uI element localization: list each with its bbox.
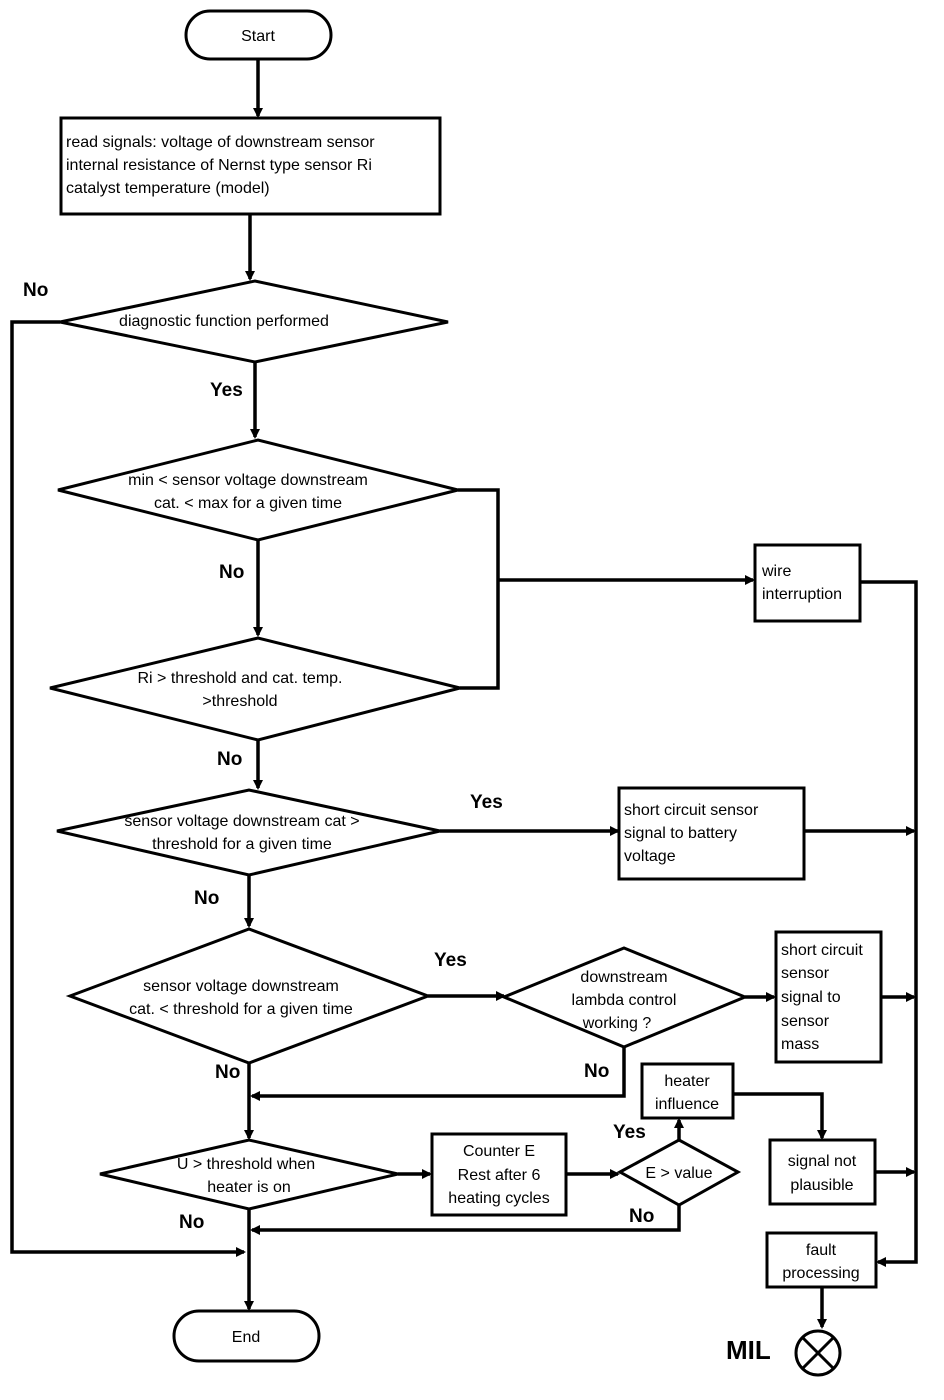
heater-influence-line-2: influence xyxy=(655,1096,719,1113)
diag-no-label: No xyxy=(23,280,48,301)
start-terminal: Start xyxy=(184,9,333,61)
lambda-control-line-2: lambda control xyxy=(572,992,677,1009)
diag-performed-label: diagnostic function performed xyxy=(119,313,329,330)
short-mass-line-1: short circuit xyxy=(781,942,863,959)
wire-interruption-box: wire interruption xyxy=(753,543,862,623)
vhigh-yes-label: Yes xyxy=(470,792,503,813)
start-label: Start xyxy=(241,28,275,45)
minmax-no-label: No xyxy=(219,562,244,583)
vlow-no-label: No xyxy=(215,1062,240,1083)
fault-processing-line-2: processing xyxy=(782,1265,859,1282)
read-signals-line-3: catalyst temperature (model) xyxy=(66,180,270,197)
counter-line-3: heating cycles xyxy=(448,1190,549,1207)
wire-interruption-line-1: wire xyxy=(761,563,791,580)
signal-not-plausible-line-1: signal not xyxy=(788,1153,857,1170)
e-value-decision: E > value xyxy=(616,1138,742,1207)
heater-influence-line-1: heater xyxy=(664,1073,710,1090)
counter-line-1: Counter E xyxy=(463,1143,535,1160)
short-battery-line-3: voltage xyxy=(624,848,676,865)
e-no-label: No xyxy=(629,1206,654,1227)
heater-influence-box: heater influence xyxy=(640,1062,735,1120)
lambda-control-line-1: downstream xyxy=(580,969,667,986)
u-threshold-line-2: heater is on xyxy=(207,1179,291,1196)
fault-processing-line-1: fault xyxy=(806,1242,837,1259)
min-max-line-1: min < sensor voltage downstream xyxy=(128,472,368,489)
counter-box: Counter E Rest after 6 heating cycles xyxy=(430,1132,568,1217)
ri-threshold-line-2: >threshold xyxy=(202,693,277,710)
end-terminal: End xyxy=(172,1309,321,1363)
ri-no-label: No xyxy=(217,749,242,770)
end-label: End xyxy=(232,1329,260,1346)
signal-not-plausible-line-2: plausible xyxy=(790,1177,853,1194)
mil-label: MIL xyxy=(726,1335,771,1365)
short-mass-line-5: mass xyxy=(781,1036,819,1053)
short-battery-line-1: short circuit sensor xyxy=(624,802,759,819)
voltage-high-line-1: sensor voltage downstream cat > xyxy=(124,813,359,830)
short-mass-line-2: sensor xyxy=(781,965,830,982)
diag-yes-label: Yes xyxy=(210,380,243,401)
read-signals-line-2: internal resistance of Nernst type senso… xyxy=(66,157,372,174)
vhigh-no-label: No xyxy=(194,888,219,909)
ri-threshold-line-1: Ri > threshold and cat. temp. xyxy=(138,670,343,687)
min-max-decision: min < sensor voltage downstream cat. < m… xyxy=(57,438,459,542)
short-mass-box: short circuit sensor signal to sensor ma… xyxy=(774,930,883,1064)
min-max-line-2: cat. < max for a given time xyxy=(154,495,342,512)
diag-performed-decision: diagnostic function performed xyxy=(59,279,449,364)
edge-heater-signal xyxy=(733,1092,827,1140)
signal-not-plausible-box: signal not plausible xyxy=(768,1138,877,1206)
e-yes-label: Yes xyxy=(613,1122,646,1143)
u-threshold-line-1: U > threshold when xyxy=(177,1156,315,1173)
voltage-high-decision: sensor voltage downstream cat > threshol… xyxy=(56,788,441,877)
short-battery-line-2: signal to battery xyxy=(624,825,737,842)
wire-interruption-line-2: interruption xyxy=(762,586,842,603)
lambda-control-decision: downstream lambda control working ? xyxy=(500,946,749,1049)
edge-lambda-no xyxy=(250,1047,626,1101)
read-signals-box: read signals: voltage of downstream sens… xyxy=(59,116,442,216)
edge-yes-bracket xyxy=(458,488,500,690)
short-mass-line-3: signal to xyxy=(781,989,841,1006)
read-signals-line-1: read signals: voltage of downstream sens… xyxy=(66,134,375,151)
u-threshold-decision: U > threshold when heater is on xyxy=(99,1138,399,1211)
edge-e-no xyxy=(250,1205,681,1235)
edge-fault-bus xyxy=(860,580,918,1267)
counter-line-2: Rest after 6 xyxy=(458,1167,541,1184)
short-battery-box: short circuit sensor signal to battery v… xyxy=(617,786,806,881)
voltage-low-line-2: cat. < threshold for a given time xyxy=(129,1001,353,1018)
lambda-no-label: No xyxy=(584,1061,609,1082)
short-mass-line-4: sensor xyxy=(781,1013,830,1030)
voltage-low-line-1: sensor voltage downstream xyxy=(143,978,339,995)
fault-processing-box: fault processing xyxy=(765,1231,878,1289)
e-value-label: E > value xyxy=(645,1165,712,1182)
vlow-yes-label: Yes xyxy=(434,950,467,971)
voltage-low-decision: sensor voltage downstream cat. < thresho… xyxy=(65,927,433,1065)
connectors xyxy=(10,60,918,1329)
edge-diag-no xyxy=(10,320,246,1257)
mil-lamp-icon xyxy=(794,1329,842,1377)
voltage-high-line-2: threshold for a given time xyxy=(152,836,332,853)
ri-threshold-decision: Ri > threshold and cat. temp. >threshold xyxy=(49,636,461,742)
lambda-control-line-3: working ? xyxy=(582,1015,652,1032)
u-no-label: No xyxy=(179,1212,204,1233)
